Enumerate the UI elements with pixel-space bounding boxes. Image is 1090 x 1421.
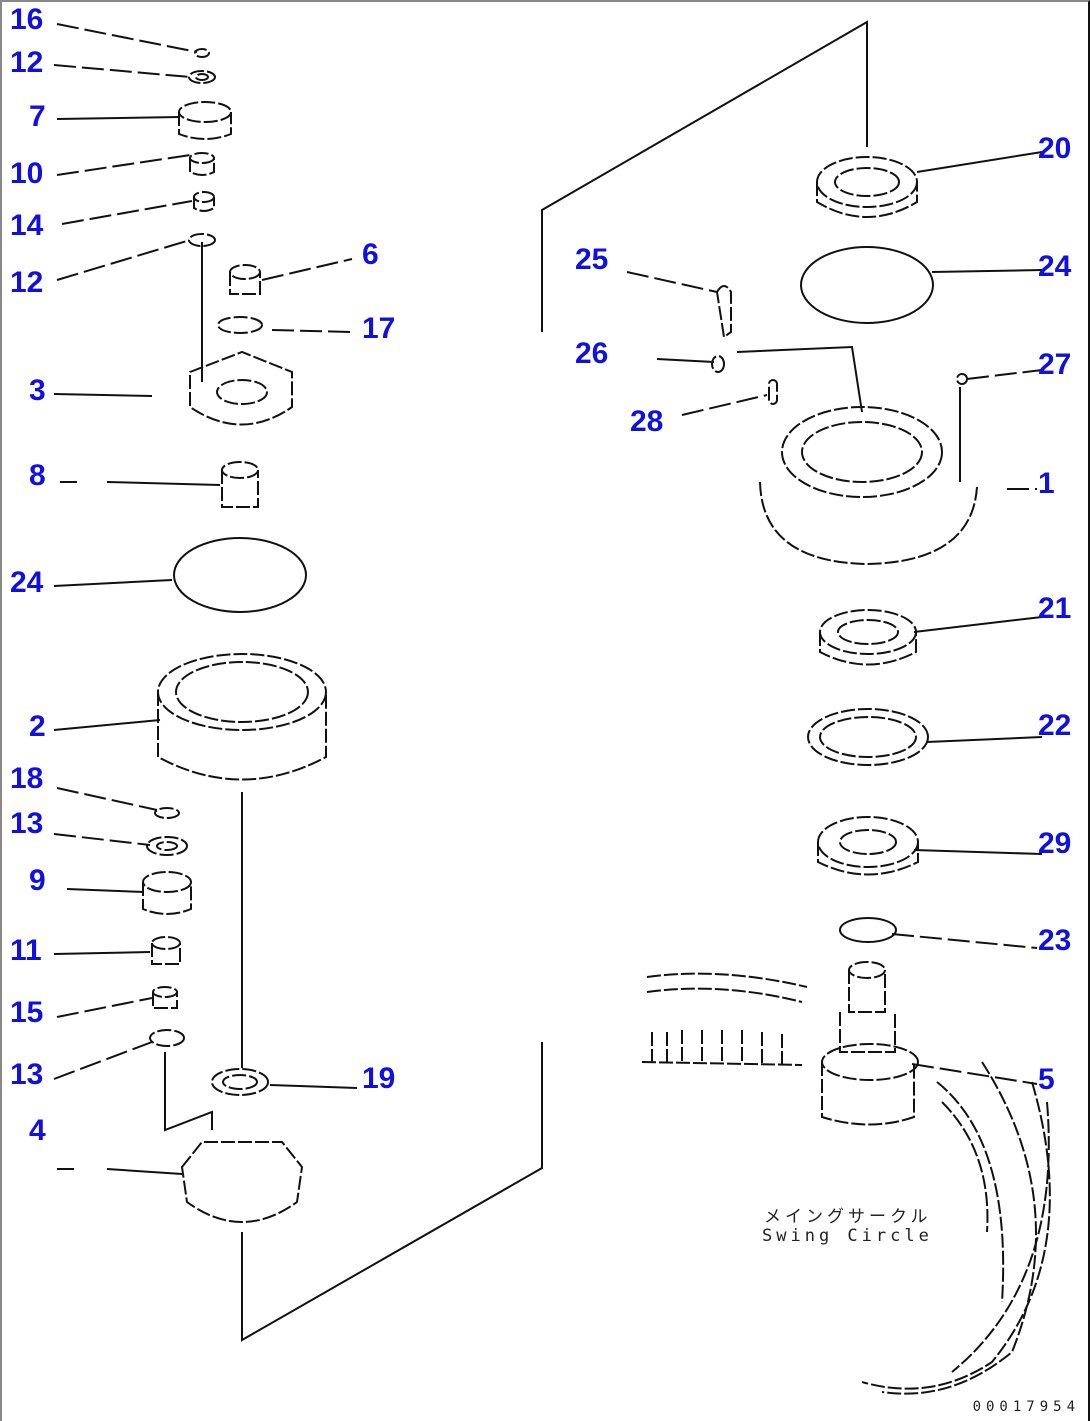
callout-29: 29 <box>1038 827 1072 860</box>
callout-18: 18 <box>10 762 44 795</box>
callout-24: 24 <box>10 566 44 599</box>
callout-12: 12 <box>10 46 44 79</box>
callout-7: 7 <box>29 100 46 133</box>
document-number: 00017954 <box>972 1399 1080 1415</box>
callout-20: 20 <box>1038 132 1072 165</box>
callout-5: 5 <box>1038 1063 1055 1096</box>
callout-8: 8 <box>29 459 46 492</box>
callout-6: 6 <box>362 238 379 271</box>
callout-2: 2 <box>29 710 46 743</box>
callout-27: 27 <box>1038 348 1072 381</box>
callout-22: 22 <box>1038 709 1072 742</box>
callout-9: 9 <box>29 864 46 897</box>
callout-14: 14 <box>10 209 44 242</box>
callout-25: 25 <box>575 243 609 276</box>
callout-19: 19 <box>362 1062 396 1095</box>
caption-swing-circle: Swing Circle <box>762 1226 933 1246</box>
callout-26: 26 <box>575 337 609 370</box>
callout-4: 4 <box>29 1114 46 1147</box>
callout-12: 12 <box>10 266 44 299</box>
callout-11: 11 <box>10 934 42 967</box>
callout-15: 15 <box>10 996 44 1029</box>
callout-23: 23 <box>1038 924 1072 957</box>
callout-10: 10 <box>10 157 44 190</box>
callout-24: 24 <box>1038 250 1072 283</box>
callout-3: 3 <box>29 374 46 407</box>
callout-13: 13 <box>10 1058 44 1091</box>
callout-28: 28 <box>630 405 664 438</box>
caption-japanese: メイングサークル <box>764 1207 932 1227</box>
callout-1: 1 <box>1038 467 1055 500</box>
callout-21: 21 <box>1038 592 1072 625</box>
callout-17: 17 <box>362 312 396 345</box>
callout-16: 16 <box>10 3 44 36</box>
callout-13: 13 <box>10 807 44 840</box>
